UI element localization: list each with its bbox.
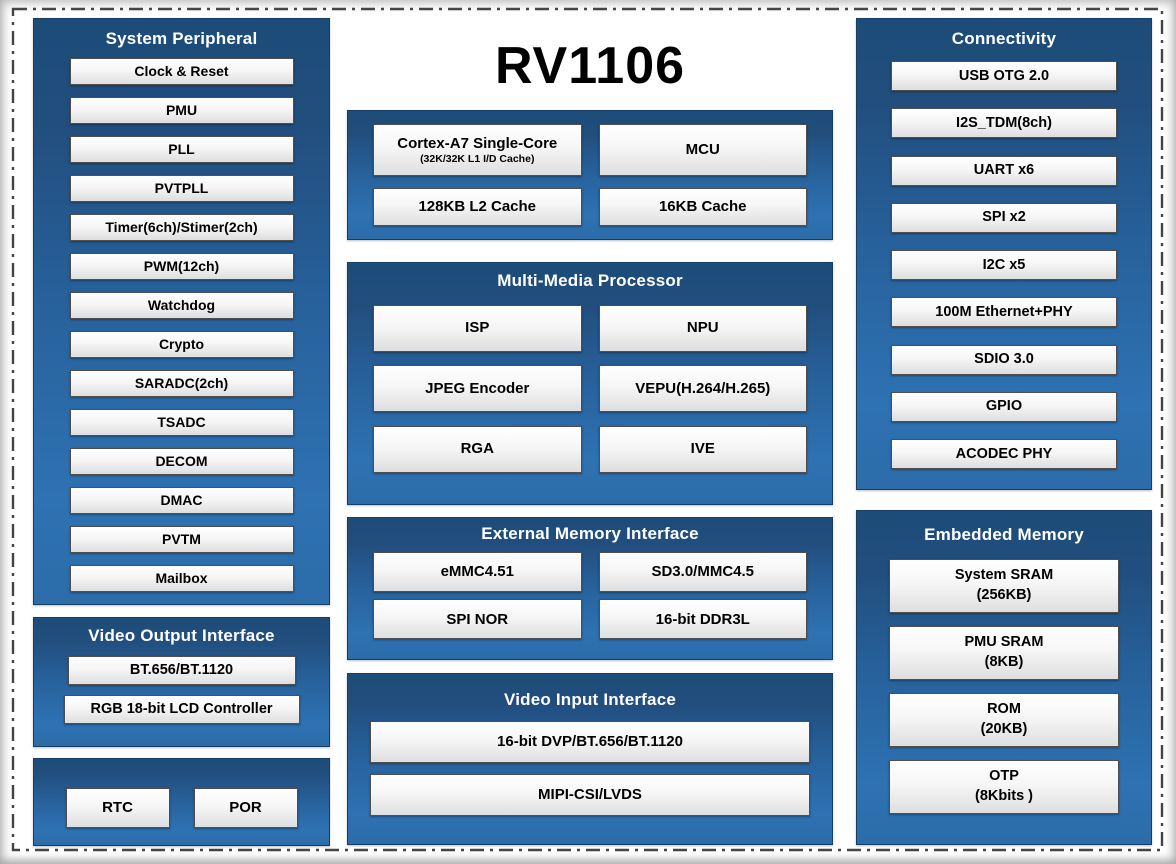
l2-cache-label: 128KB L2 Cache bbox=[418, 198, 537, 216]
block-system-sram: System SRAM (256KB) bbox=[889, 559, 1119, 613]
panel-rtc-por: RTC POR bbox=[33, 758, 330, 846]
chip-title: RV1106 bbox=[494, 37, 686, 95]
block-acodec-phy: ACODEC PHY bbox=[891, 439, 1117, 469]
block-l2-cache: 128KB L2 Cache bbox=[373, 188, 582, 226]
block-rga: RGA bbox=[373, 425, 582, 473]
16kb-cache-label: 16KB Cache bbox=[658, 198, 747, 216]
block-bt656-bt1120-out: BT.656/BT.1120 bbox=[67, 656, 296, 685]
external-memory-row-1: eMMC4.51 SD3.0/MMC4.5 bbox=[373, 551, 807, 592]
block-tsadc: TSADC bbox=[69, 409, 294, 436]
panel-connectivity: Connectivity USB OTG 2.0 I2S_TDM(8ch) UA… bbox=[856, 18, 1152, 490]
panel-title-connectivity: Connectivity bbox=[951, 29, 1057, 48]
system-sram-size: (256KB) bbox=[976, 587, 1032, 603]
cortex-a7-cache-label: (32K/32K L1 I/D Cache) bbox=[420, 153, 535, 166]
block-i2s-tdm: I2S_TDM(8ch) bbox=[891, 108, 1117, 139]
block-mcu: MCU bbox=[598, 124, 807, 176]
video-input-items: 16-bit DVP/BT.656/BT.1120 MIPI-CSI/LVDS bbox=[348, 710, 832, 827]
block-sd-mmc: SD3.0/MMC4.5 bbox=[598, 551, 807, 592]
block-isp: ISP bbox=[373, 304, 582, 352]
block-decom: DECOM bbox=[69, 448, 294, 475]
otp-label: OTP bbox=[989, 768, 1019, 785]
block-ddr3l: 16-bit DDR3L bbox=[598, 599, 807, 640]
block-rtc: RTC bbox=[65, 788, 170, 828]
cortex-a7-label: Cortex-A7 Single-Core bbox=[397, 134, 558, 152]
block-pvtpll: PVTPLL bbox=[69, 175, 294, 202]
multimedia-row-2: JPEG Encoder VEPU(H.264/H.265) bbox=[373, 365, 807, 412]
block-i2c: I2C x5 bbox=[891, 250, 1117, 280]
block-timer-stimer: Timer(6ch)/Stimer(2ch) bbox=[69, 214, 294, 241]
system-sram-label: System SRAM bbox=[954, 567, 1054, 584]
panel-system-peripheral: System Peripheral Clock & Reset PMU PLL … bbox=[33, 18, 330, 605]
block-watchdog: Watchdog bbox=[69, 292, 294, 319]
block-ive: IVE bbox=[598, 425, 807, 473]
block-pll: PLL bbox=[69, 136, 294, 163]
block-16kb-cache: 16KB Cache bbox=[598, 188, 807, 226]
block-uart: UART x6 bbox=[891, 155, 1117, 186]
block-vepu: VEPU(H.264/H.265) bbox=[598, 365, 807, 412]
multimedia-items: ISP NPU JPEG Encoder VEPU(H.264/H.265) R… bbox=[373, 291, 807, 486]
block-pwm: PWM(12ch) bbox=[69, 253, 294, 280]
cpu-row-1: Cortex-A7 Single-Core (32K/32K L1 I/D Ca… bbox=[373, 124, 807, 176]
block-jpeg-encoder: JPEG Encoder bbox=[373, 365, 582, 412]
block-sdio: SDIO 3.0 bbox=[891, 344, 1117, 375]
rom-size: (20KB) bbox=[980, 721, 1028, 737]
multimedia-row-3: RGA IVE bbox=[373, 425, 807, 473]
pmu-sram-label: PMU SRAM bbox=[964, 634, 1044, 651]
block-saradc: SARADC(2ch) bbox=[69, 370, 294, 397]
panel-video-input-interface: Video Input Interface 16-bit DVP/BT.656/… bbox=[347, 673, 833, 845]
block-rom: ROM (20KB) bbox=[889, 693, 1119, 747]
block-pmu: PMU bbox=[69, 97, 294, 124]
panel-title-video-output: Video Output Interface bbox=[88, 626, 275, 645]
block-pmu-sram: PMU SRAM (8KB) bbox=[889, 626, 1119, 680]
block-usb-otg: USB OTG 2.0 bbox=[891, 61, 1117, 91]
panel-title-multimedia: Multi-Media Processor bbox=[497, 271, 683, 290]
block-otp: OTP (8Kbits ) bbox=[889, 760, 1119, 814]
block-mipi-csi-lvds: MIPI-CSI/LVDS bbox=[370, 774, 810, 816]
panel-embedded-memory: Embedded Memory System SRAM (256KB) PMU … bbox=[856, 510, 1152, 845]
panel-title-external-memory: External Memory Interface bbox=[481, 524, 699, 543]
block-mailbox: Mailbox bbox=[69, 565, 294, 592]
cpu-row-2: 128KB L2 Cache 16KB Cache bbox=[373, 188, 807, 226]
block-por: POR bbox=[193, 788, 298, 828]
panel-multimedia-processor: Multi-Media Processor ISP NPU JPEG Encod… bbox=[347, 262, 833, 505]
block-clock-reset: Clock & Reset bbox=[69, 58, 294, 85]
block-crypto: Crypto bbox=[69, 331, 294, 358]
otp-size: (8Kbits ) bbox=[975, 788, 1033, 804]
multimedia-row-1: ISP NPU bbox=[373, 304, 807, 352]
block-dmac: DMAC bbox=[69, 487, 294, 514]
panel-title-embedded-memory: Embedded Memory bbox=[924, 525, 1084, 544]
block-rgb-lcd-controller: RGB 18-bit LCD Controller bbox=[63, 695, 300, 724]
external-memory-items: eMMC4.51 SD3.0/MMC4.5 SPI NOR 16-bit DDR… bbox=[373, 544, 807, 647]
block-dvp-bt656-bt1120: 16-bit DVP/BT.656/BT.1120 bbox=[370, 721, 810, 763]
mcu-label: MCU bbox=[685, 141, 720, 159]
system-peripheral-items: Clock & Reset PMU PLL PVTPLL Timer(6ch)/… bbox=[34, 58, 329, 592]
video-output-items: BT.656/BT.1120 RGB 18-bit LCD Controller bbox=[34, 646, 329, 734]
block-gpio: GPIO bbox=[891, 391, 1117, 422]
block-emmc: eMMC4.51 bbox=[373, 551, 582, 592]
panel-title-system-peripheral: System Peripheral bbox=[105, 29, 258, 48]
rtc-por-items: RTC POR bbox=[65, 788, 298, 828]
block-ethernet-phy: 100M Ethernet+PHY bbox=[891, 297, 1117, 328]
pmu-sram-size: (8KB) bbox=[984, 654, 1024, 670]
external-memory-row-2: SPI NOR 16-bit DDR3L bbox=[373, 599, 807, 640]
block-spi: SPI x2 bbox=[891, 202, 1117, 233]
panel-title-video-input: Video Input Interface bbox=[503, 690, 677, 709]
panel-cpu-complex: Cortex-A7 Single-Core (32K/32K L1 I/D Ca… bbox=[347, 110, 833, 240]
block-npu: NPU bbox=[598, 304, 807, 352]
block-cortex-a7: Cortex-A7 Single-Core (32K/32K L1 I/D Ca… bbox=[373, 124, 582, 176]
rom-label: ROM bbox=[987, 701, 1021, 718]
panel-external-memory-interface: External Memory Interface eMMC4.51 SD3.0… bbox=[347, 517, 833, 660]
panel-video-output-interface: Video Output Interface BT.656/BT.1120 RG… bbox=[33, 617, 330, 747]
block-pvtm: PVTM bbox=[69, 526, 294, 553]
block-spi-nor: SPI NOR bbox=[373, 599, 582, 640]
connectivity-items: USB OTG 2.0 I2S_TDM(8ch) UART x6 SPI x2 … bbox=[857, 61, 1151, 469]
embedded-memory-items: System SRAM (256KB) PMU SRAM (8KB) ROM (… bbox=[857, 559, 1151, 814]
